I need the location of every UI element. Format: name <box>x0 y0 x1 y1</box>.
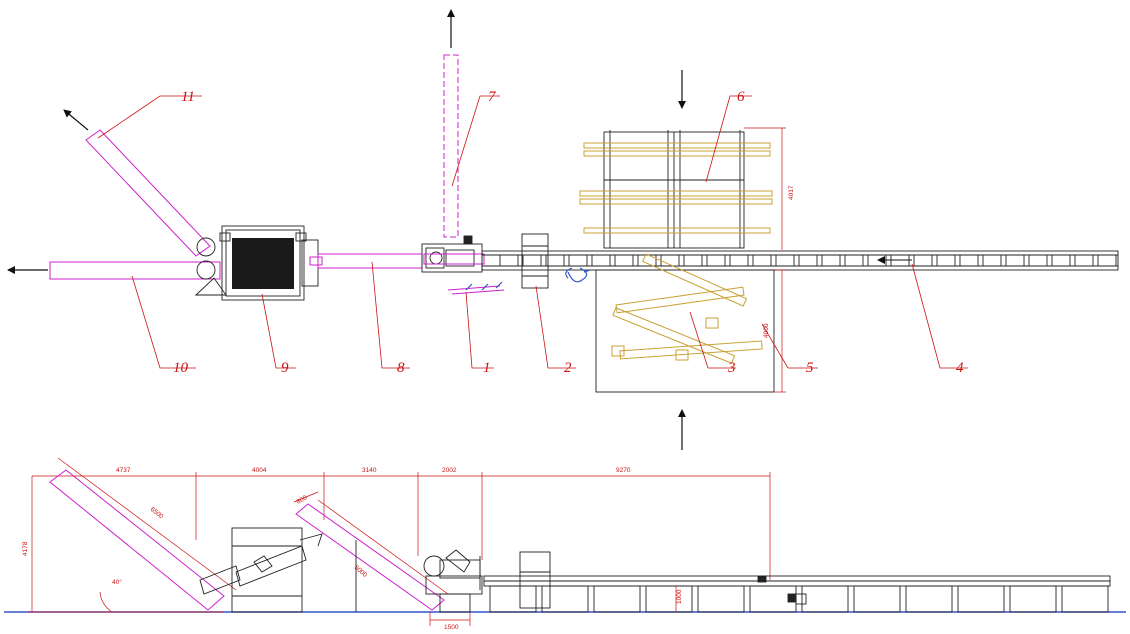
conveyor-4-plan <box>481 250 1119 271</box>
conveyor-cleat <box>729 254 749 267</box>
conveyor-11-plan <box>85 129 216 257</box>
conveyor-4-elevation <box>483 575 1111 613</box>
conveyor-8-elevation <box>293 491 449 612</box>
chipper-1-plan <box>421 235 485 273</box>
conveyor-cleat <box>1005 254 1025 267</box>
conveyor-support-bay <box>489 585 537 613</box>
callout-5: 5 <box>806 360 814 376</box>
conveyor-cleat <box>959 254 979 267</box>
dim-feeder-width: 4017 <box>788 185 795 200</box>
dim-conveyor-8: 6000 <box>353 564 369 579</box>
elevation-view: 4737 4004 3140 2002 9270 4178 6500 40° <box>4 457 1126 631</box>
callout-8: 8 <box>397 360 405 376</box>
conveyor-cleat <box>936 254 956 267</box>
callout-leaders <box>97 95 968 369</box>
conveyor-cleat <box>545 254 565 267</box>
callout-6: 6 <box>737 89 745 105</box>
dim-pit-width: 4000 <box>763 323 770 338</box>
conveyor-support-bay <box>957 585 1005 613</box>
conveyor-support-bay <box>1061 585 1109 613</box>
callout-7: 7 <box>488 89 497 105</box>
conveyor-cleat <box>844 254 864 267</box>
conveyor-support-bay <box>697 585 745 613</box>
dim-chipper-base: 1500 <box>444 624 459 631</box>
conveyor-8-plan <box>317 253 423 269</box>
conveyor-cleat <box>1051 254 1071 267</box>
callout-1: 1 <box>483 360 491 376</box>
conveyor-cleat <box>821 254 841 267</box>
dim-seg-4: 2002 <box>442 467 457 474</box>
conveyor-support-bay <box>853 585 901 613</box>
conveyor-10-plan <box>49 260 227 296</box>
conveyor-cleat <box>614 254 634 267</box>
conveyor-support-bay <box>645 585 693 613</box>
conveyor-cleat <box>798 254 818 267</box>
metal-detector-2-plan <box>521 233 549 289</box>
log-pit-5-plan <box>595 253 775 393</box>
conveyor-cleat <box>568 254 588 267</box>
callout-3: 3 <box>727 360 736 376</box>
discharge-spout-7-plan <box>443 54 459 238</box>
plan-dimensions <box>744 127 786 393</box>
dim-conveyor-11: 6500 <box>149 506 165 521</box>
conveyor-cleat <box>913 254 933 267</box>
conveyor-cleat <box>591 254 611 267</box>
dim-angle: 40° <box>112 578 122 586</box>
dim-seg-5: 9270 <box>616 467 631 474</box>
screen-9-plan <box>219 225 319 301</box>
conveyor-cleat <box>522 254 542 267</box>
conveyor-support-bay <box>541 585 589 613</box>
conveyor-cleat <box>706 254 726 267</box>
conveyor-cleat <box>637 254 657 267</box>
elevation-dim-chain <box>28 472 771 613</box>
conveyor-support-bay <box>801 585 849 613</box>
conveyor-cleat <box>775 254 795 267</box>
plan-view: 4017 4000 11 7 6 10 9 8 1 2 3 5 4 <box>7 9 1119 450</box>
callout-10: 10 <box>173 360 189 376</box>
conveyor-support-bay <box>1009 585 1057 613</box>
callout-4: 4 <box>956 360 964 376</box>
dim-feeder-height: 1000 <box>676 589 683 604</box>
callout-9: 9 <box>281 360 289 376</box>
log-feeder-6-plan <box>579 130 773 249</box>
conveyor-cleat <box>683 254 703 267</box>
screen-9-elevation <box>199 527 323 613</box>
conveyor-11-elevation <box>36 457 237 613</box>
outflow-arrow-11 <box>63 109 89 131</box>
dim-seg-1: 4737 <box>116 467 131 474</box>
conveyor-8-hopper <box>309 256 323 266</box>
conveyor-cleat <box>982 254 1002 267</box>
conveyor-cleat <box>752 254 772 267</box>
conveyor-cleat <box>499 254 519 267</box>
dim-seg-2: 4004 <box>252 467 267 474</box>
hydraulic-unit <box>565 267 591 283</box>
conveyor-cleat <box>1074 254 1094 267</box>
metal-detector-2-elevation <box>519 551 551 609</box>
dim-seg-3: 3140 <box>362 467 377 474</box>
chipper-supports <box>447 281 505 295</box>
chipper-1-elevation <box>423 549 483 613</box>
conveyor-support-bay <box>593 585 641 613</box>
dim-conveyor-8-width: 800 <box>296 494 309 506</box>
callout-2: 2 <box>564 360 572 376</box>
conveyor-support-bay <box>905 585 953 613</box>
conveyor-cleat <box>1097 254 1117 267</box>
conveyor-cleat <box>1028 254 1048 267</box>
drive-unit-elevation <box>757 575 807 605</box>
callout-11: 11 <box>181 89 195 105</box>
dim-height-left: 4178 <box>22 541 29 556</box>
